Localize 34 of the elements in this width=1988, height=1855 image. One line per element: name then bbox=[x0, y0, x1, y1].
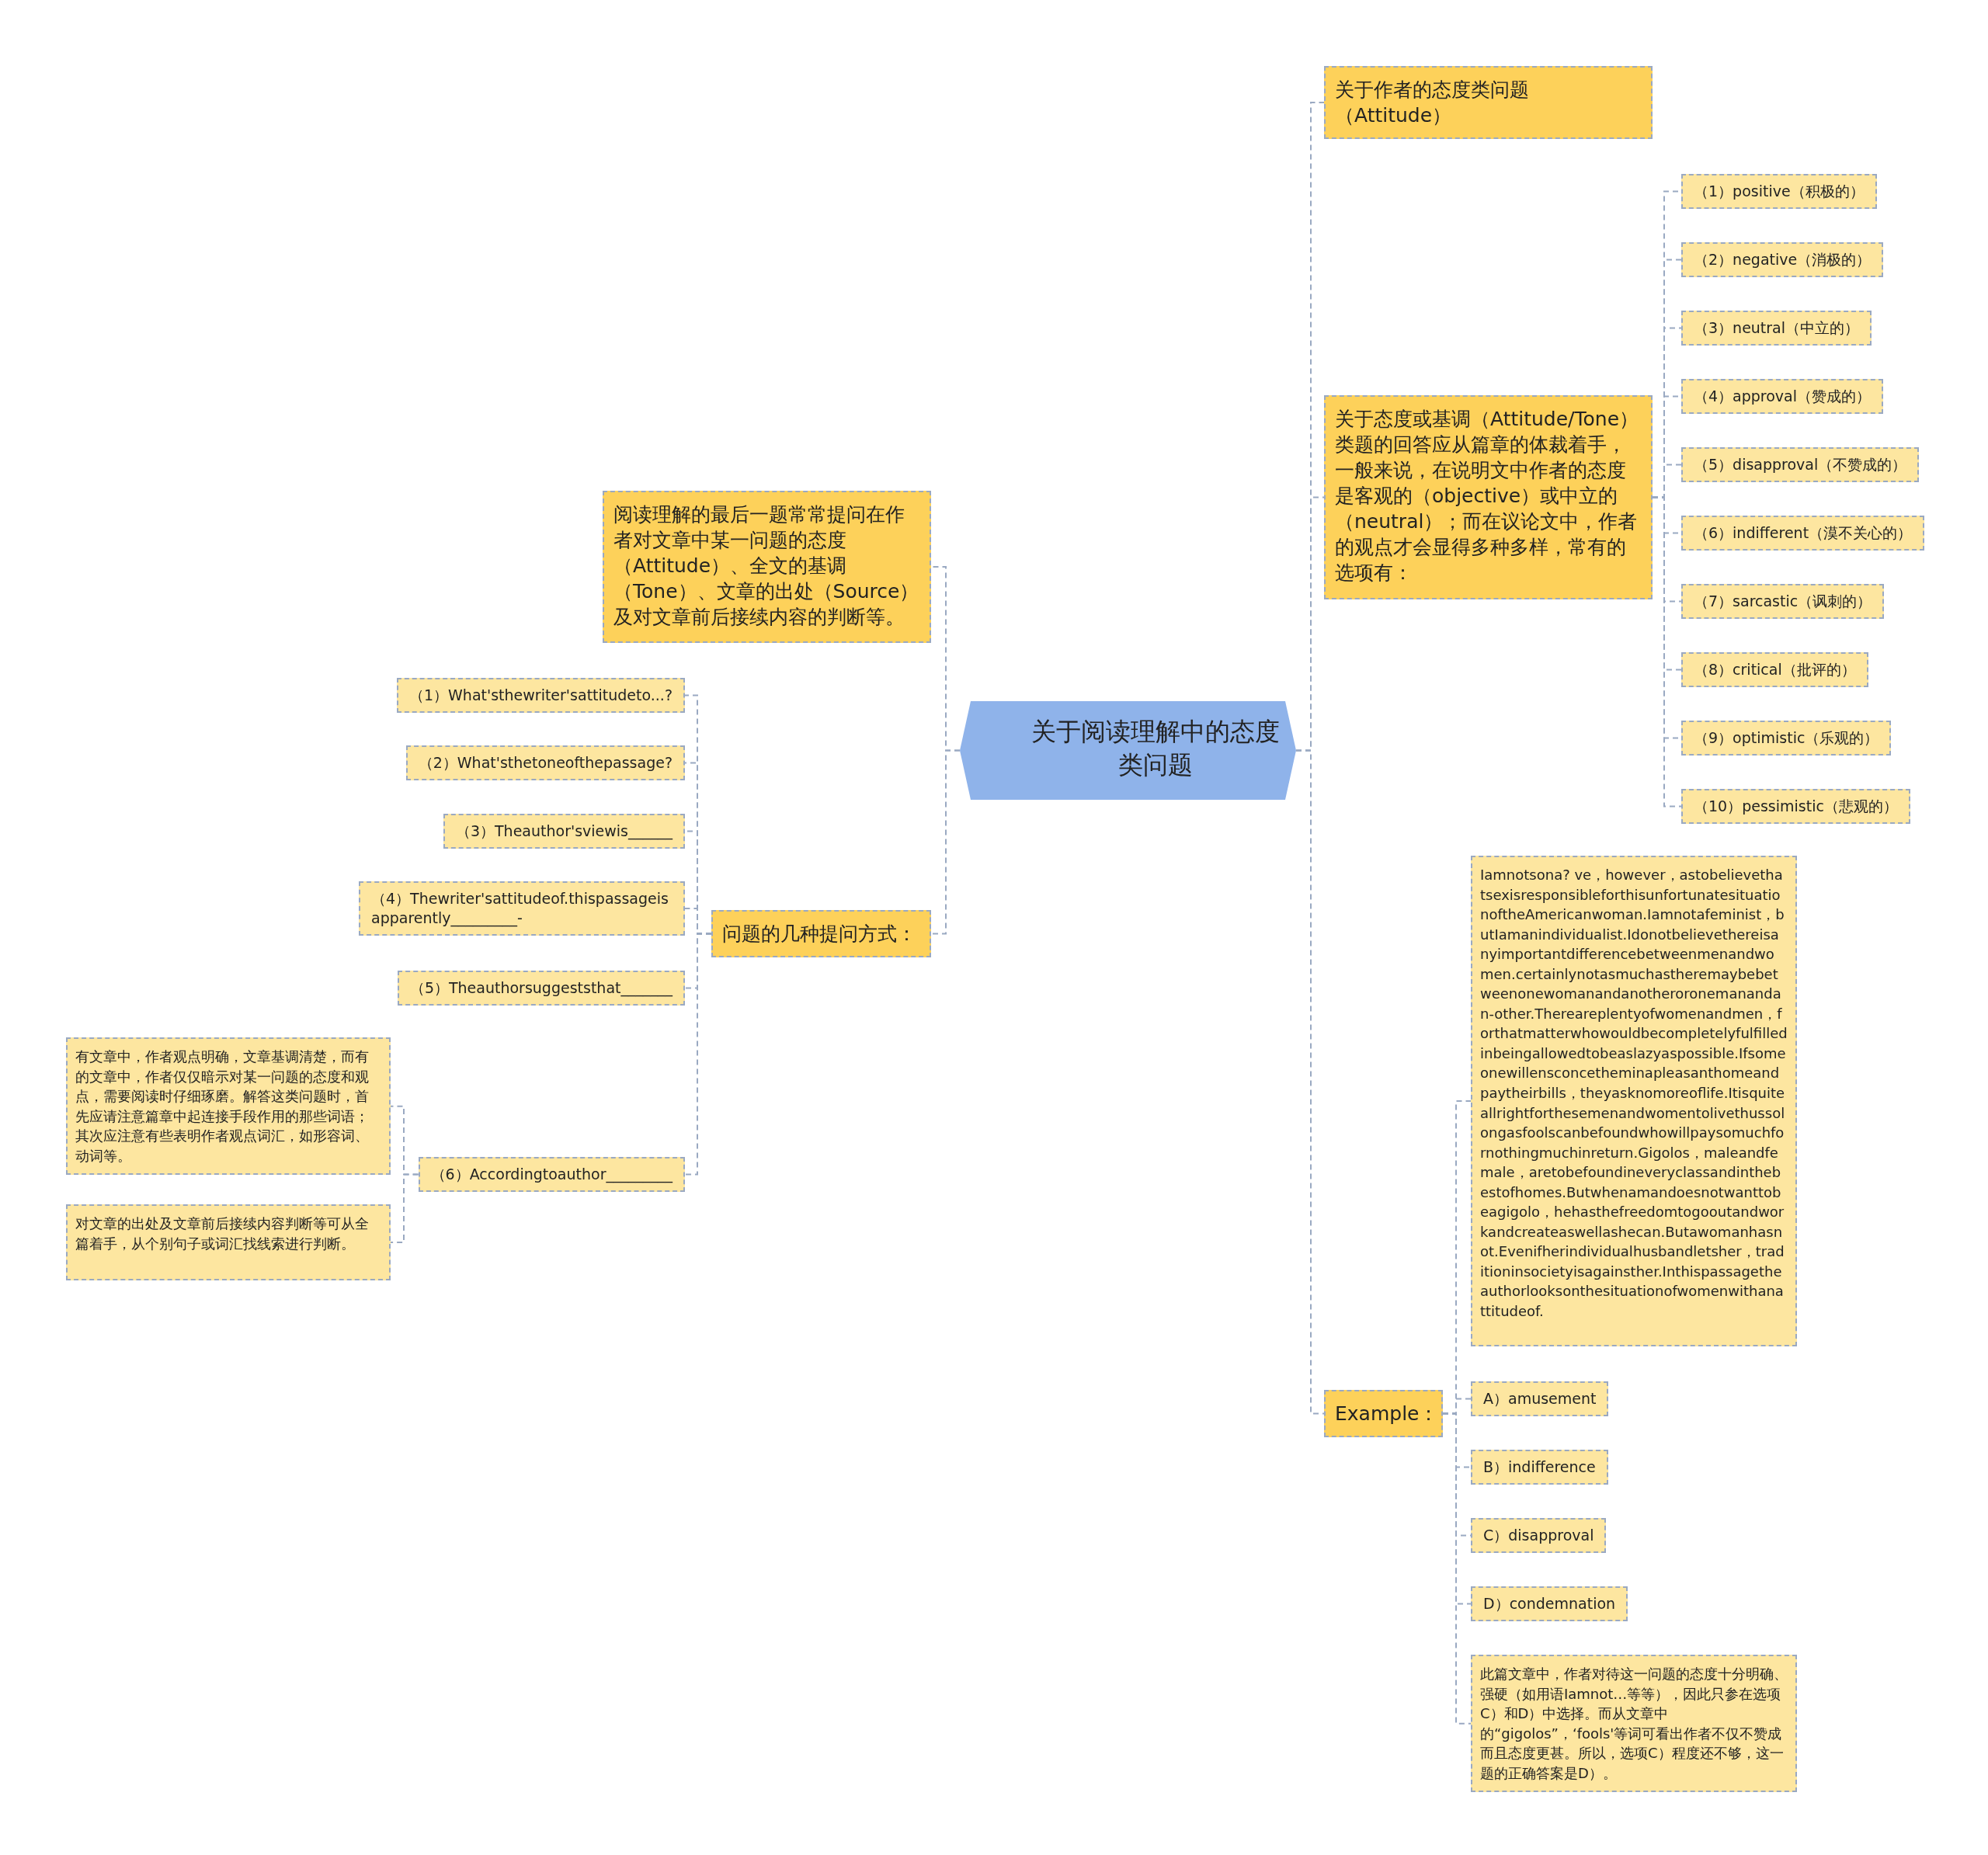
passage-box: Iamnotsona? ve，however，astobelievethatsexisresponsibleforthisunfortunatesituationoftheAmericanwoman.Iamnotafeminist，butIamanindividualist.Idonotbelievethereisanyimportantdifferencebetweenmenandwomen.certainlynotasmuchastheremaybebetweenonewomanandanotheroronemanandan-other.Thereareplentyofwomenandmen，forthatmatterwhowouldbecompletelyfulfilledinbeingallowedtobeaslazyaspossible.Ifsomeonewillensconcetheminapleasanthomeandpaytheirbills，theyasknomoreoflife.Itisquiteallrightforthesemenandwomentolivethussolongasfoolscanbefoundwhowillpaysomuchfornothingmuchinreturn.Gigolos，maleandfemale，aretobefoundineveryclassandinthebestofhomes.Butwhenamandoesnotwanttobeagigolo，hehasthefreedomtogooutandworkandcreateaswellashecan.Butawomanhasnot.Evenifherindividualhusbandletsher，traditioninsocietyisagainsther.Inthispassagetheauthorlooksonthesituationofwomenwithanattitudeof. bbox=[1471, 856, 1797, 1346]
question-box: （6）Accordingtoauthor_________ bbox=[418, 1157, 685, 1192]
topic-box: 关于态度或基调（Attitude/Tone）类题的回答应从篇章的体裁着手，一般来说，在说明文中作者的态度是客观的（objective）或中立的（neutral）；而在议论文中，作者的观点才会显得多种多样，常有的选项有： bbox=[1324, 395, 1653, 599]
note-box: 此篇文章中，作者对待这一问题的态度十分明确、强硬（如用语Iamnot…等等），因此只参在选项C）和D）中选择。而从文章中的“gigolos”，‘fools'等词可看出作者不仅不赞成而且态度更甚。所以，选项C）程度还不够，这一题的正确答案是D）。 bbox=[1471, 1655, 1797, 1793]
option-box: （8）critical（批评的） bbox=[1681, 652, 1868, 687]
connector-line bbox=[390, 1173, 419, 1243]
option-box: （4）approval（赞成的） bbox=[1681, 379, 1884, 414]
topic-box: 问题的几种提问方式： bbox=[711, 910, 931, 957]
option-box: （7）sarcastic（讽刺的） bbox=[1681, 584, 1885, 619]
connector-line bbox=[1295, 749, 1325, 1415]
note-box: 对文章的出处及文章前后接续内容判断等可从全篇着手，从个别句子或词汇找线索进行判断。 bbox=[66, 1204, 391, 1280]
note-box: 有文章中，作者观点明确，文章基调清楚，而有的文章中，作者仅仅暗示对某一问题的态度和观点，需要阅读时仔细琢磨。解答这类问题时，首先应请注意篇章中起连接手段作用的那些词语；其次应注意有些表明作者观点词汇，如形容词、动词等。 bbox=[66, 1037, 391, 1176]
question-box: （3）Theauthor'sviewis______ bbox=[443, 814, 685, 849]
question-box: （4）Thewriter'sattitudeof.thispassageisapparently_________- bbox=[359, 881, 685, 936]
option-box: A）amusement bbox=[1471, 1381, 1609, 1416]
connector-line bbox=[684, 933, 712, 1176]
option-box: （3）neutral（中立的） bbox=[1681, 311, 1872, 346]
option-box: （9）optimistic（乐观的） bbox=[1681, 721, 1892, 756]
option-box: C）disapproval bbox=[1471, 1518, 1607, 1553]
connector-line bbox=[930, 749, 961, 935]
option-box: （10）pessimistic（悲观的） bbox=[1681, 789, 1910, 824]
topic-box: 阅读理解的最后一题常常提问在作者对文章中某一问题的态度（Attitude）、全文的基调（Tone）、文章的出处（Source）及对文章前后接续内容的判断等。 bbox=[603, 491, 931, 643]
option-box: （1）positive（积极的） bbox=[1681, 174, 1877, 209]
topic-box: 关于作者的态度类问题（Attitude） bbox=[1324, 66, 1653, 139]
option-box: （6）indifferent（漠不关心的） bbox=[1681, 516, 1925, 551]
topic-box: Example： bbox=[1324, 1390, 1443, 1437]
question-box: （1）What'sthewriter'sattitudeto...? bbox=[396, 678, 685, 713]
option-box: B）indifference bbox=[1471, 1450, 1608, 1485]
topic-hexagon: 关于阅读理解中的态度类问题 bbox=[960, 701, 1296, 800]
question-box: （5）Theauthorsuggeststhat_______ bbox=[397, 971, 685, 1006]
option-box: （2）negative（消极的） bbox=[1681, 242, 1884, 277]
option-box: （5）disapproval（不赞成的） bbox=[1681, 447, 1920, 482]
option-box: D）condemnation bbox=[1471, 1586, 1628, 1621]
question-box: （2）What'sthetoneofthepassage? bbox=[405, 745, 685, 780]
